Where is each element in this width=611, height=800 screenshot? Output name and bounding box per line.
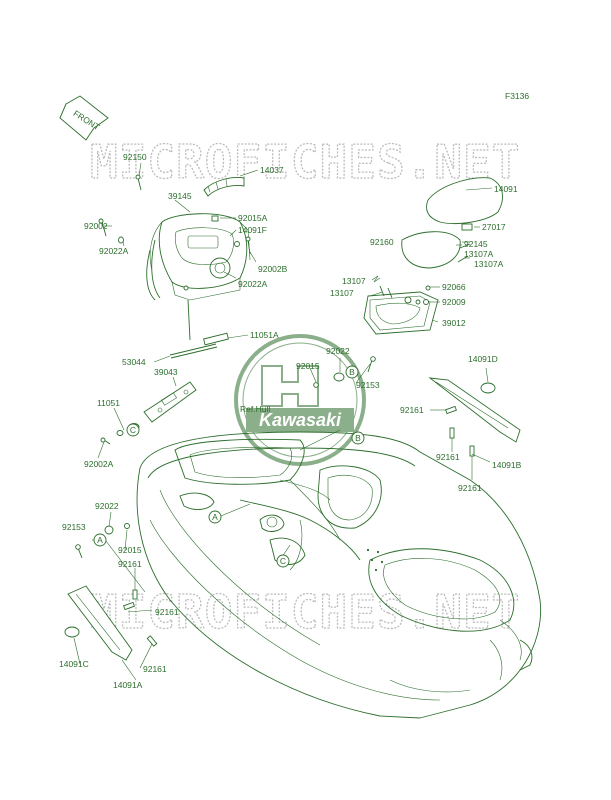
svg-text:A: A [212,512,218,522]
glove-box-assembly [313,177,503,388]
callout-a-2: A [208,510,222,524]
svg-text:B: B [349,367,355,377]
part-label: 92015 [296,361,320,371]
side-panel-right [428,377,521,457]
callout-b-1: B [351,431,365,445]
part-label: 11051A [250,330,279,340]
watermark-bottom: MICROFICHES.NET [89,584,520,639]
watermark-top: MICROFICHES.NET [89,134,520,189]
part-label: 92002 [84,221,108,231]
svg-text:MICROFICHES.NET: MICROFICHES.NET [90,135,520,189]
part-label: 92161 [400,405,424,415]
side-panel-left [64,523,158,661]
part-label: 53044 [122,357,146,367]
part-label: 92153 [62,522,86,532]
part-label: 14091B [492,460,522,470]
part-label: 14091A [113,680,143,690]
logo-text: Kawasaki [259,410,342,430]
part-label: 92015A [238,213,268,223]
part-label: 92161 [118,559,142,569]
part-label: 92161 [143,664,167,674]
front-arrow: FRONT [59,95,109,141]
svg-text:A: A [97,535,103,545]
part-label: 13107A [474,259,504,269]
svg-text:C: C [130,425,136,435]
part-label: 14091C [59,659,89,669]
leader-lines [73,162,493,681]
svg-text:B: B [355,433,361,443]
part-label: 92022A [238,279,268,289]
part-label: 92022 [95,501,119,511]
part-label: 92022A [99,246,129,256]
part-label: 92153 [356,380,380,390]
part-label: 92009 [442,297,466,307]
callout-c-1: C [126,423,140,437]
part-label: 39012 [442,318,466,328]
part-label: 92161 [436,452,460,462]
kawasaki-logo: Kawasaki [234,334,366,466]
part-label: 27017 [482,222,506,232]
part-label: 92161 [458,483,482,493]
handlebar-cover-assembly [98,174,251,341]
part-labels: 92150 14037 39145 92015A 14091F 92002 92… [59,152,522,690]
part-label: 14091 [494,184,518,194]
part-label: 92002B [258,264,288,274]
part-label: 13107A [464,249,494,259]
part-label: 92015 [118,545,142,555]
part-label: 92161 [155,607,179,617]
bracket-parts [100,332,229,445]
callout-c-2: C [276,554,290,568]
part-label: 39043 [154,367,178,377]
part-label: 14091F [238,225,267,235]
part-label: 92160 [370,237,394,247]
part-label: 92145 [464,239,488,249]
callout-a-3: A [93,533,107,547]
part-label: 14091D [468,354,498,364]
part-label: 11051 [97,398,120,408]
part-label: 13107 [342,276,366,286]
figure-code: F3136 [505,91,529,101]
callout-a-1: B [345,365,359,379]
svg-text:C: C [280,556,286,566]
part-label: 39145 [168,191,192,201]
part-label: 92066 [442,282,466,292]
part-label: 92022 [326,346,350,356]
part-label: 13107 [330,288,354,298]
ref-hull-label: Ref.Hull [240,404,270,414]
part-label: 92150 [123,152,147,162]
part-label: 14037 [260,165,284,175]
part-label: 92002A [84,459,114,469]
svg-text:MICROFICHES.NET: MICROFICHES.NET [90,585,520,639]
